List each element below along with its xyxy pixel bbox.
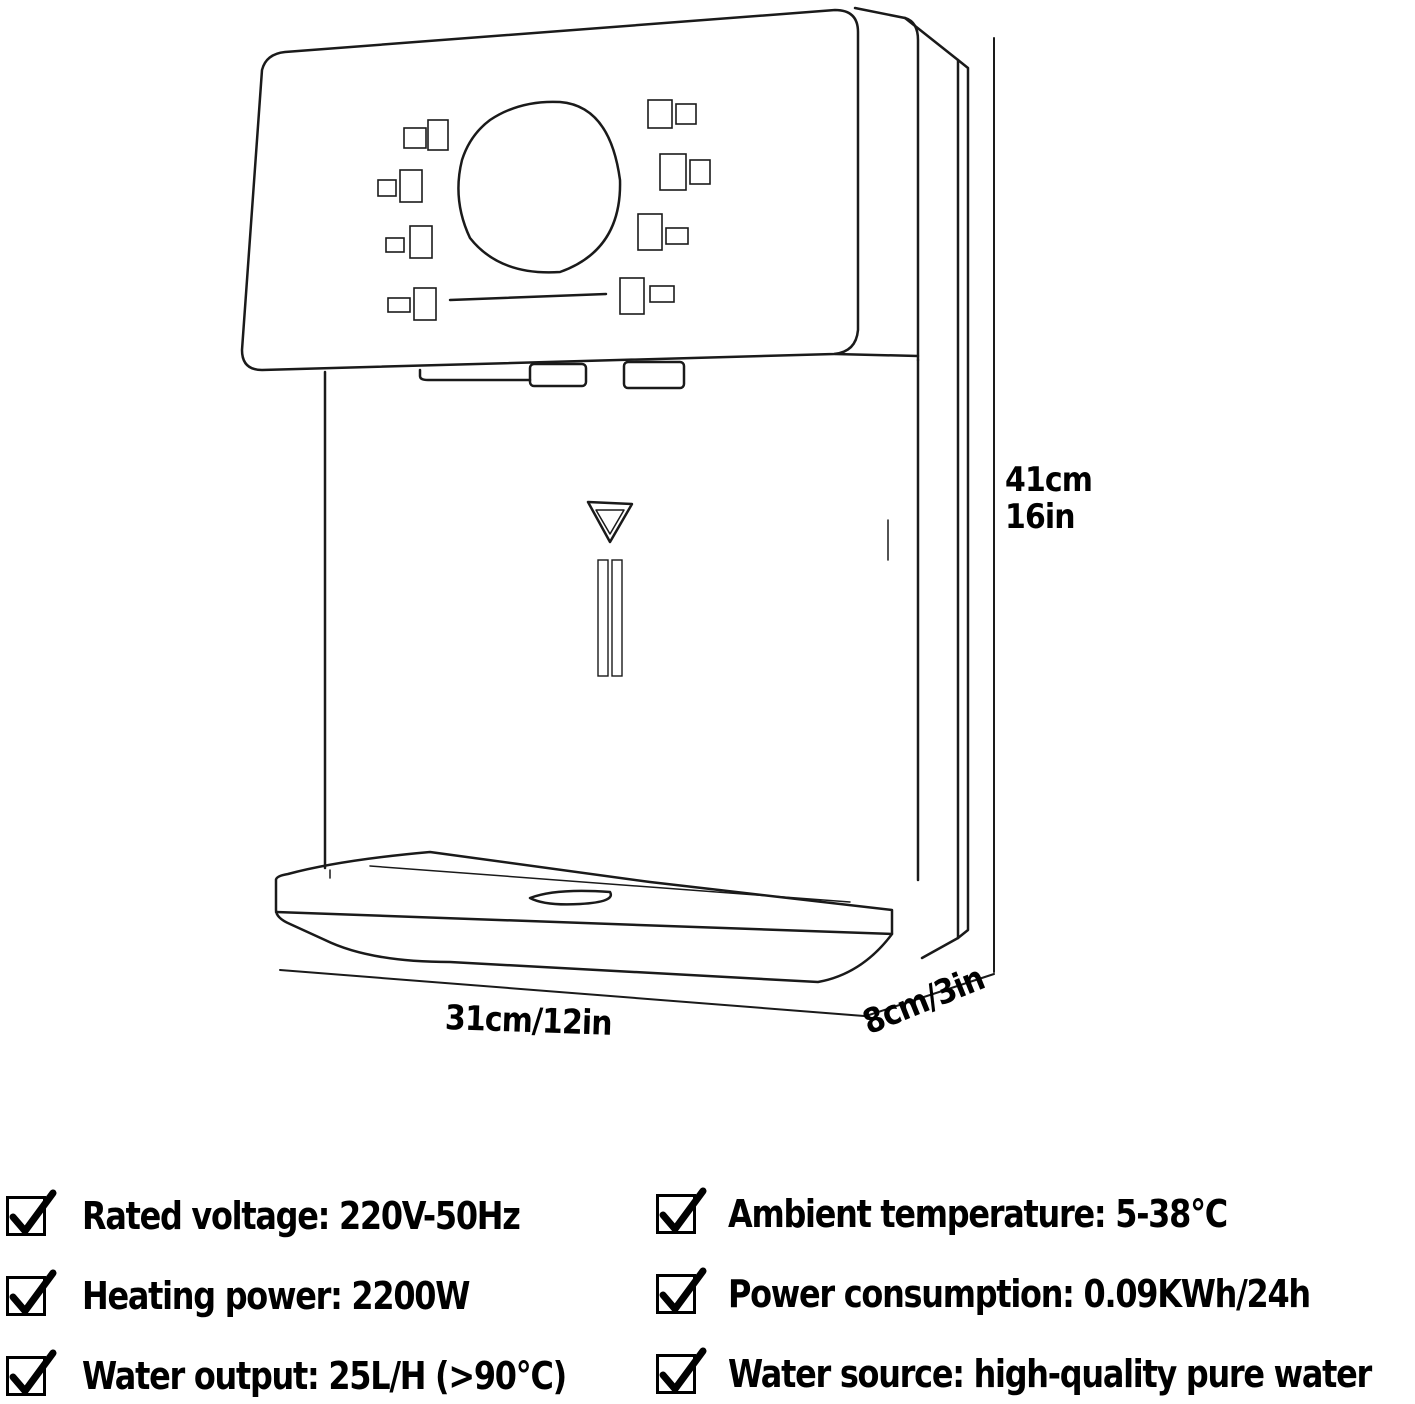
control-dial (457, 100, 622, 274)
depth-dimension-line (865, 973, 995, 1017)
checkbox-checked-icon (656, 1187, 707, 1234)
checkbox-checked-icon (656, 1267, 707, 1314)
drip-tray (274, 850, 894, 984)
checkbox-checked-icon (6, 1189, 57, 1236)
faucet-left (528, 362, 588, 388)
spec-item-water-output: Water output: 25L/H (>90°C) (6, 1348, 658, 1404)
spec-text: Heating power: 2200W (82, 1274, 470, 1318)
height-cm: 41cm (1005, 460, 1093, 500)
spec-text: Water source: high-quality pure water (728, 1352, 1372, 1396)
spec-item-voltage: Rated voltage: 220V-50Hz (6, 1188, 603, 1244)
spec-text: Power consumption: 0.09KWh/24h (728, 1272, 1311, 1316)
checkbox-checked-icon (6, 1269, 57, 1316)
control-panel (240, 8, 860, 372)
faucet-right (622, 360, 686, 390)
width-dimension-label: 31cm/12in (444, 998, 613, 1044)
height-dimension-label: 41cm 16in (1005, 460, 1093, 538)
spec-item-ambient-temperature: Ambient temperature: 5-38°C (656, 1186, 1322, 1242)
spec-item-power-consumption: Power consumption: 0.09KWh/24h (656, 1266, 1415, 1322)
housing-side-panel (903, 16, 970, 960)
width-dimension-line (279, 969, 865, 1017)
spec-item-heating-power: Heating power: 2200W (6, 1268, 543, 1324)
checkbox-checked-icon (6, 1349, 57, 1396)
spec-text: Ambient temperature: 5-38°C (728, 1192, 1228, 1236)
water-dispenser-line-drawing (240, 6, 995, 1017)
spec-text: Rated voltage: 220V-50Hz (82, 1194, 521, 1238)
checkbox-checked-icon (656, 1347, 707, 1394)
height-in: 16in (1005, 497, 1076, 538)
label-strip (597, 559, 623, 677)
spec-text: Water output: 25L/H (>90°C) (82, 1354, 567, 1398)
warning-triangle-icon (586, 500, 634, 544)
panel-button-icons (377, 99, 711, 321)
spec-item-water-source: Water source: high-quality pure water (656, 1346, 1415, 1402)
